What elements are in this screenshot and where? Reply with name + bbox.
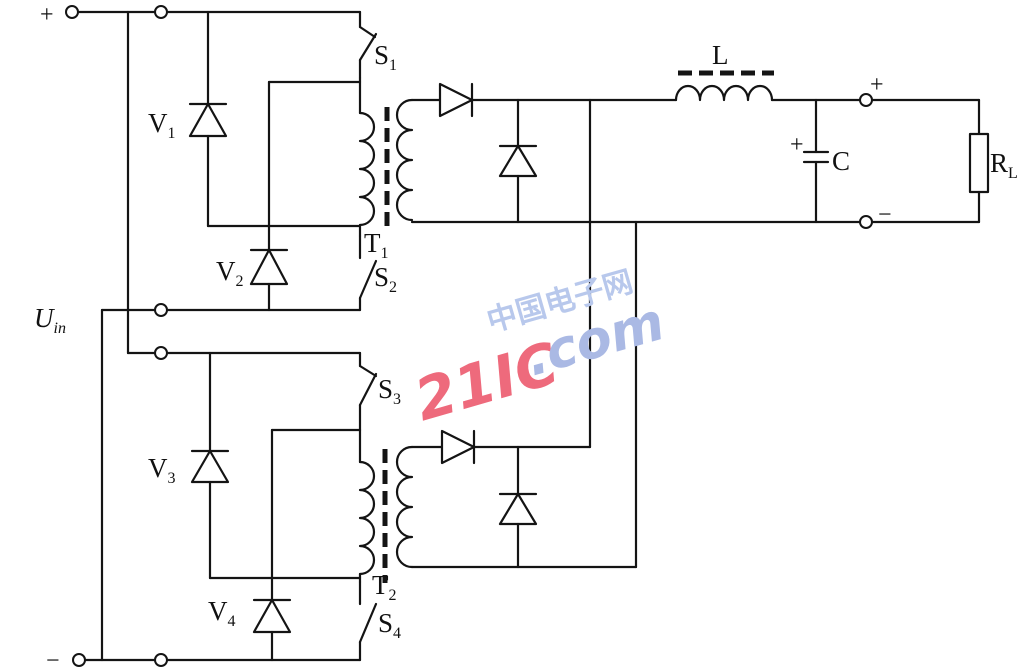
input-minus-terminal <box>72 653 86 667</box>
input-plus-terminal <box>65 5 79 19</box>
rectifier-upper <box>438 82 678 449</box>
uin-label: Uin <box>34 303 66 337</box>
rl-label: RL <box>990 148 1018 182</box>
terminal <box>154 653 168 667</box>
capacitor-c <box>802 98 830 224</box>
s3-label: S3 <box>378 374 401 408</box>
output-minus-label: − <box>878 202 892 228</box>
switch-s4 <box>358 580 378 644</box>
input-minus-label: − <box>46 648 60 669</box>
capacitor-plus-label: + <box>790 132 804 158</box>
diode-v2 <box>249 80 362 312</box>
rectifier-lower <box>440 220 638 569</box>
t2-label: T2 <box>372 570 397 604</box>
terminal <box>154 346 168 360</box>
input-wiring <box>68 10 362 662</box>
inductor-l <box>674 70 981 102</box>
v4-label: V4 <box>208 596 236 630</box>
v1-label: V1 <box>148 108 176 142</box>
switch-s2 <box>358 234 378 300</box>
output-plus-label: + <box>870 72 884 98</box>
input-plus-label: + <box>40 2 54 28</box>
v2-label: V2 <box>216 256 244 290</box>
switch-s1 <box>358 25 378 80</box>
watermark: 中国电子网 21IC .com <box>408 264 671 434</box>
t1-label: T1 <box>364 228 389 262</box>
output-minus-terminal <box>859 215 873 229</box>
output-plus-terminal <box>859 93 873 107</box>
transformer-t1 <box>358 76 981 238</box>
diode-v1 <box>188 10 362 228</box>
s2-label: S2 <box>374 262 397 296</box>
s4-label: S4 <box>378 608 401 642</box>
diode-v4 <box>252 428 362 662</box>
s1-label: S1 <box>374 40 397 74</box>
diode-v3 <box>190 351 362 580</box>
inductor-label: L <box>712 40 729 70</box>
terminal <box>154 303 168 317</box>
v3-label: V3 <box>148 453 176 487</box>
terminal <box>154 5 168 19</box>
resistor-rl <box>968 98 990 224</box>
switch-s3 <box>358 364 378 432</box>
capacitor-label: C <box>832 146 850 176</box>
transformer-t2 <box>358 428 638 584</box>
